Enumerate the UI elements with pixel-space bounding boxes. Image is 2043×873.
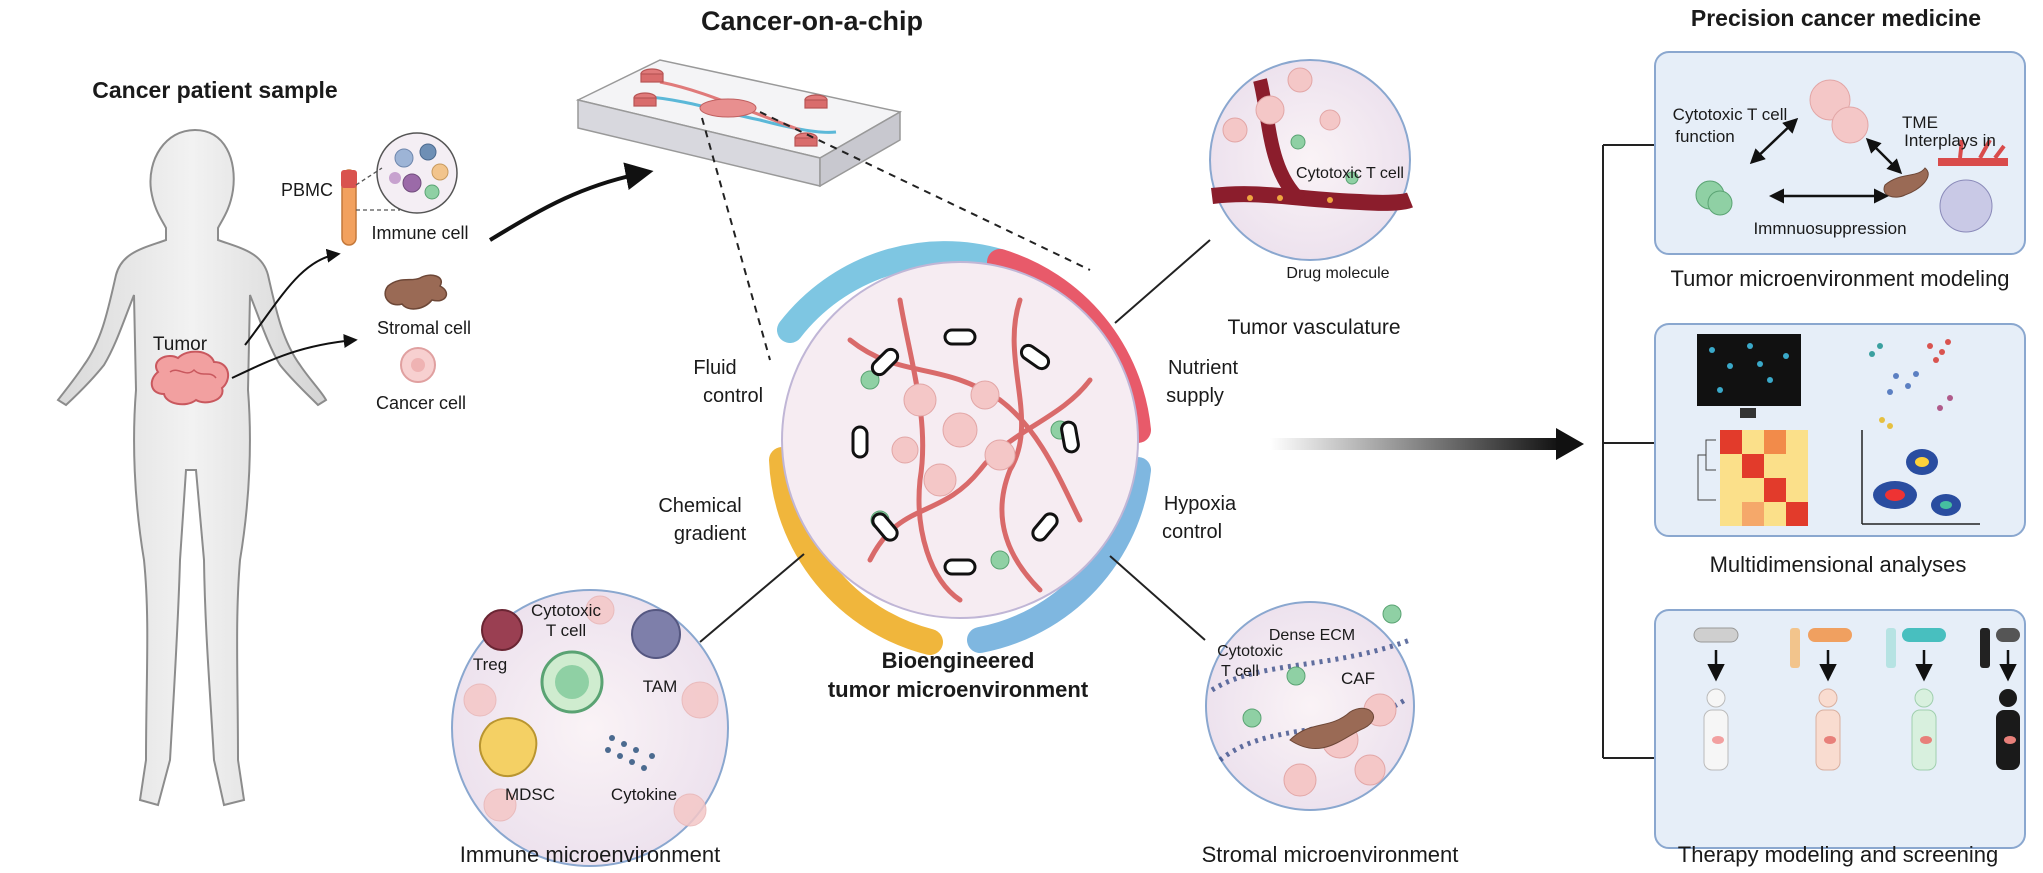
vasculature-caption: Tumor vasculature [1227,316,1400,339]
therapy-panel [1654,609,2026,849]
stromal-cell-icon [384,274,448,310]
caf-label: CAF [1341,669,1375,688]
immune-tcell-label-2: T cell [546,621,586,640]
patient-avatar-2 [1815,688,1841,771]
tme-disc [769,241,1151,655]
treg-label: Treg [473,655,507,674]
tme-modeling-panel: Cytotoxic T cell function Interplays in … [1654,51,2026,255]
hypoxia-control-label-1: Hypoxia [1164,493,1237,515]
vasc-drug-label: Drug molecule [1286,265,1389,282]
fluid-control-label-2: control [703,385,763,407]
stromal-tcell-label-2: T cell [1221,663,1259,680]
drug-pill-4 [1980,628,2020,668]
tam-label: TAM [643,677,678,696]
stromal-caption: Stromal microenvironment [1202,842,1459,867]
precision-title: Precision cancer medicine [1691,5,1981,31]
drug-pill-3 [1886,628,1946,668]
arrow-sample-to-chip [488,162,654,242]
tumor-label: Tumor [153,334,208,355]
chemical-gradient-label-1: Chemical [658,495,741,517]
immune-caption: Immune microenvironment [460,842,720,867]
tme-title-2: tumor microenvironment [828,677,1089,702]
patient-avatar-3 [1911,688,1937,771]
mdsc-cell [479,717,538,778]
tme-immuno-label: Immnuosuppression [1753,219,1906,238]
hypoxia-control-label-2: control [1162,521,1222,543]
tme-tfunc-label-2: function [1675,127,1735,146]
cancer-cell-icon [400,347,436,383]
treg-cell [481,609,523,651]
patient-section: Cancer patient sample Tumor PBMC Immune … [56,77,654,807]
precision-section: Precision cancer medicine Cytotoxic T ce… [1654,5,2026,867]
cytokine-dots [605,735,655,771]
nutrient-supply-label-2: supply [1166,385,1224,407]
scatter-clusters-icon [1869,339,1953,429]
microfluidic-chip [575,59,903,188]
immune-cell-label: Immune cell [371,223,468,243]
zoom-dash-right [759,111,1091,271]
multidimensional-panel [1654,323,2026,537]
connector-vasculature [1114,239,1211,324]
immune-inset: Cytotoxic T cell Treg TAM MDSC Cytokine … [451,589,729,867]
stromal-tcell-label-1: Cytotoxic [1217,643,1283,660]
pbmc-label: PBMC [281,180,333,200]
stromal-cell-label: Stromal cell [377,318,471,338]
patient-avatar-4 [1996,689,2020,770]
nutrient-supply-label-1: Nutrient [1168,357,1238,379]
tme-interplay-label-2: TME [1902,113,1938,132]
heatmap-icon [1697,430,1808,526]
connector-immune [699,553,805,643]
arrow-to-precision [1270,428,1584,460]
immune-tcell-label-1: Cytotoxic [531,601,601,620]
cancer-cell-label: Cancer cell [376,393,466,413]
tme-modeling-caption: Tumor microenvironment modeling [1670,266,2009,291]
connector-stromal [1109,555,1206,641]
arrow-tumor-to-stroma [244,248,341,346]
density-plot-icon [1861,430,1980,525]
tumor-organ [150,350,230,406]
patient-avatar-1 [1703,688,1729,771]
patient-title: Cancer patient sample [92,77,337,103]
therapy-caption: Therapy modeling and screening [1678,842,1998,867]
immune-cell-inset [376,132,458,214]
tme-interplay-label-1: Interplays in [1904,131,1996,150]
vasc-tcell-label: Cytotoxic T cell [1296,165,1404,182]
tme-tfunc-label-1: Cytotoxic T cell [1673,105,1788,124]
tam-cell [631,609,681,659]
precision-bracket [1602,144,1655,759]
arrow-tumor-to-cancer [231,334,358,379]
mdsc-label: MDSC [505,785,555,804]
pbmc-dash-1 [355,167,383,186]
cytokine-label: Cytokine [611,785,677,804]
stromal-ecm-label: Dense ECM [1269,627,1355,644]
zoom-dash-left [701,117,771,361]
chip-section: Cancer-on-a-chip [575,6,1238,702]
chemical-gradient-label-2: gradient [674,523,747,545]
tme-title-1: Bioengineered [882,648,1035,673]
multidimensional-caption: Multidimensional analyses [1710,552,1967,577]
drug-pill-2 [1790,628,1852,668]
patient-body [56,128,328,807]
stromal-inset: Dense ECM Cytotoxic T cell CAF Stromal m… [1202,601,1459,867]
drug-pill-1 [1693,627,1739,643]
vasculature-inset: Cytotoxic T cell Drug molecule Tumor vas… [1209,59,1413,339]
pbmc-tube [341,169,357,246]
chip-title: Cancer-on-a-chip [701,6,923,36]
caf-cell [1289,707,1374,750]
fluid-control-label-1: Fluid [693,357,736,379]
